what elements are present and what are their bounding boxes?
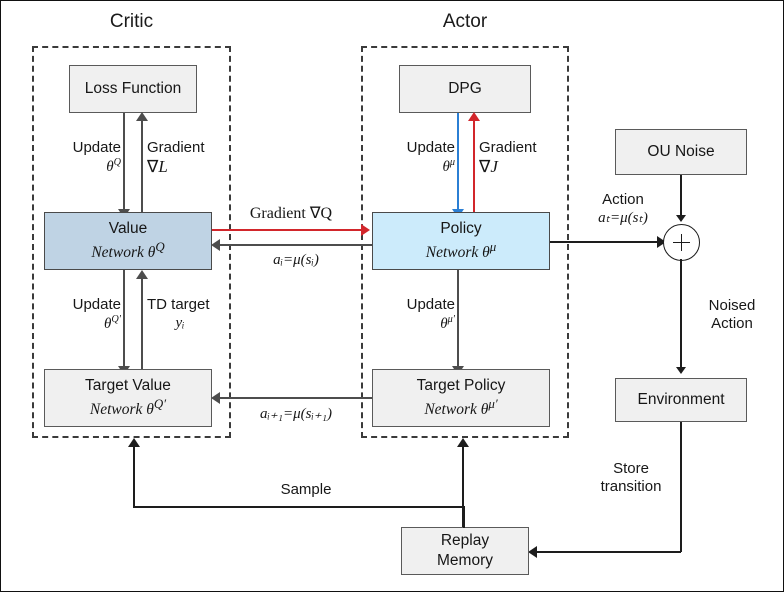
edge-label-action: Action aₜ=μ(sₜ): [576, 191, 670, 227]
edge-label-td-target-line2: yᵢ: [175, 315, 185, 331]
edge-ounoise-to-sum-arrowhead: [676, 215, 686, 222]
actor-group-title: Actor: [442, 11, 488, 32]
node-environment-label: Environment: [637, 391, 725, 409]
node-replay-memory[interactable]: Replay Memory: [401, 527, 529, 575]
edge-label-critic-update-line2: θQ: [106, 157, 121, 175]
edge-label-store-transition: Store transition: [585, 460, 677, 496]
edge-noised-action-arrowhead: [676, 367, 686, 374]
node-replay-memory-label: Replay Memory: [437, 532, 493, 569]
edge-label-action-line1: Action: [602, 191, 644, 208]
edge-label-critic-gradient-line2: ∇L: [147, 157, 168, 177]
edge-sample-hline: [133, 506, 465, 508]
edge-sample-to-targetpolicy-line: [462, 445, 464, 527]
edge-ai-mu-si-line: [220, 244, 372, 246]
edge-ounoise-to-sum-line: [680, 175, 682, 217]
node-value-network[interactable]: Value Network θQ: [44, 212, 212, 270]
node-policy-network-label: Policy Network θμ: [425, 220, 497, 262]
edge-label-critic-update-line1: Update: [72, 139, 121, 156]
edge-label-td-target-line1: TD target: [147, 296, 210, 313]
edge-label-ai-mu-si: aᵢ=μ(sᵢ): [273, 252, 319, 268]
node-target-value-network[interactable]: Target Value Network θQ′: [44, 369, 212, 427]
node-target-policy-network-label: Target Policy Network θμ′: [416, 377, 506, 419]
plus-icon-vertical: [680, 233, 683, 252]
edge-label-critic-target-update-line1: Update: [72, 296, 121, 313]
edge-label-critic-update: Update θQ: [43, 139, 121, 176]
edge-store-transition-arrowhead: [528, 546, 537, 558]
edge-dpg-to-policy-update-line: [457, 113, 459, 211]
edge-label-sample: Sample: [280, 481, 332, 498]
edge-store-transition-hline: [537, 551, 681, 553]
node-sum-operator[interactable]: [663, 224, 700, 261]
edge-policy-to-dpg-gradient-line: [473, 119, 475, 217]
edge-sample-riser-left: [133, 445, 135, 507]
edge-action-line: [550, 241, 660, 243]
edge-label-critic-target-update-line2: θQ′: [104, 314, 121, 332]
edge-label-actor-gradient-line1: Gradient: [479, 139, 537, 156]
node-value-network-label: Value Network θQ: [91, 220, 165, 262]
node-environment[interactable]: Environment: [615, 378, 747, 422]
edge-gradient-q-line: [212, 229, 362, 231]
edge-label-action-line2: aₜ=μ(sₜ): [598, 210, 648, 226]
node-target-policy-network[interactable]: Target Policy Network θμ′: [372, 369, 550, 427]
edge-sample-arrowhead: [128, 438, 140, 447]
edge-label-actor-gradient: Gradient ∇J: [479, 139, 571, 177]
edge-label-gradient-q: Gradient ∇Q: [249, 205, 333, 222]
edge-label-noised-action-line1: Noised: [708, 297, 756, 314]
edge-label-noised-action-line2: Action: [711, 315, 753, 332]
edge-sample-to-targetpolicy-arrowhead: [457, 438, 469, 447]
critic-group-title: Critic: [109, 11, 154, 32]
edge-value-to-loss-gradient-line: [141, 119, 143, 217]
node-dpg[interactable]: DPG: [399, 65, 531, 113]
edge-label-critic-target-update: Update θQ′: [43, 296, 121, 333]
node-ou-noise-label: OU Noise: [647, 143, 715, 161]
node-target-value-network-label: Target Value Network θQ′: [85, 377, 171, 419]
edge-sample-riser-right: [463, 506, 465, 528]
edge-label-actor-update: Update θμ: [377, 139, 455, 176]
critic-group-frame: [32, 46, 231, 438]
node-ou-noise[interactable]: OU Noise: [615, 129, 747, 175]
edge-label-store-transition-line1: Store: [613, 460, 649, 477]
node-policy-network[interactable]: Policy Network θμ: [372, 212, 550, 270]
edge-label-actor-update-line2: θμ: [442, 157, 456, 175]
edge-targetvalue-to-value-tdtarget-line: [141, 277, 143, 373]
edge-targetvalue-to-value-tdtarget-arrowhead: [136, 270, 148, 279]
edge-store-transition-vline: [680, 422, 682, 552]
edge-ai1-mu-si1-arrowhead: [211, 392, 220, 404]
edge-label-ai1-mu-si1: aᵢ₊₁=μ(sᵢ₊₁): [260, 406, 332, 422]
edge-loss-to-value-update-line: [123, 113, 125, 211]
edge-value-to-loss-gradient-arrowhead: [136, 112, 148, 121]
edge-label-actor-target-update: Update θμ′: [377, 296, 455, 333]
edge-label-actor-gradient-line2: ∇J: [479, 157, 498, 177]
edge-policy-to-targetpolicy-update-line: [457, 270, 459, 368]
edge-label-actor-update-line1: Update: [406, 139, 455, 156]
node-loss-function-label: Loss Function: [84, 80, 182, 98]
node-dpg-label: DPG: [448, 80, 482, 98]
edge-label-critic-gradient-line1: Gradient: [147, 139, 205, 156]
edge-label-actor-target-update-line1: Update: [406, 296, 455, 313]
node-loss-function[interactable]: Loss Function: [69, 65, 197, 113]
edge-label-actor-target-update-line2: θμ′: [440, 314, 455, 332]
edge-ai-mu-si-arrowhead: [211, 239, 220, 251]
edge-noised-action-line: [680, 259, 682, 369]
edge-gradient-q-arrowhead: [361, 224, 370, 236]
edge-label-noised-action: Noised Action: [687, 297, 777, 333]
edge-value-to-targetvalue-update-line: [123, 270, 125, 368]
edge-label-critic-gradient: Gradient ∇L: [147, 139, 237, 177]
edge-action-arrowhead: [657, 236, 666, 248]
edge-label-store-transition-line2: transition: [600, 478, 662, 495]
edge-ai1-mu-si1-line: [220, 397, 372, 399]
edge-label-td-target: TD target yᵢ: [147, 296, 243, 332]
edge-policy-to-dpg-gradient-arrowhead: [468, 112, 480, 121]
